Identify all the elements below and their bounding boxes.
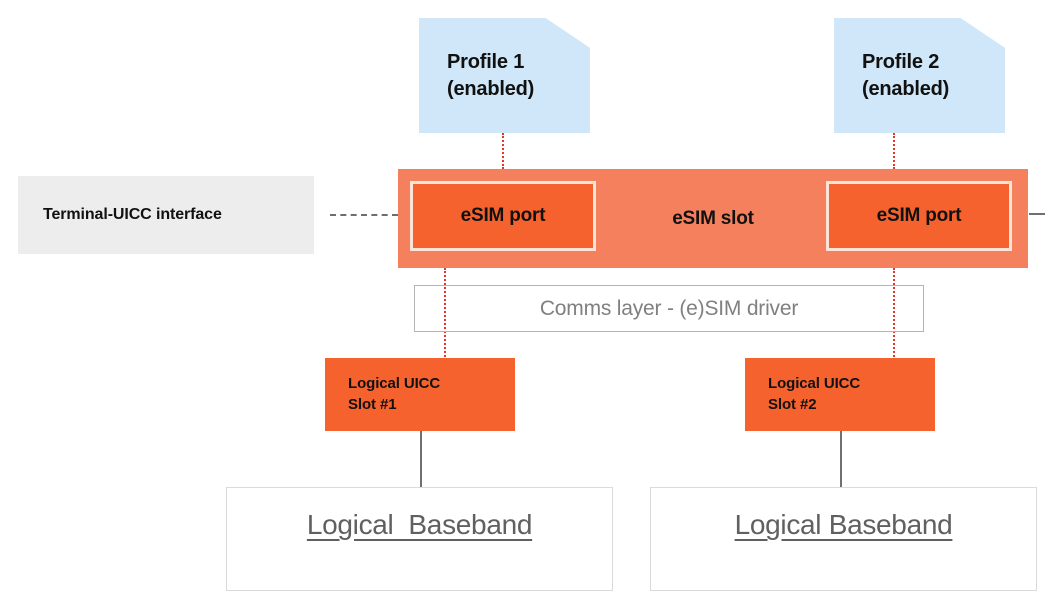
logical-uicc-slot-2-line1: Logical UICC xyxy=(768,375,861,393)
logical-uicc-slot-1-line1: Logical UICC xyxy=(348,375,441,393)
logical-baseband-1[interactable]: Logical Baseband xyxy=(226,487,613,591)
logical-baseband-2-label: Logical Baseband xyxy=(734,509,953,540)
connector-port2-to-uicc-slot2 xyxy=(893,268,895,360)
esim-port-1-label: eSIM port xyxy=(460,205,546,226)
logical-baseband-2[interactable]: Logical Baseband xyxy=(650,487,1037,591)
profile-2-note[interactable]: Profile 2 (enabled) xyxy=(834,18,1005,133)
connector-uicc-slot1-to-baseband1 xyxy=(420,431,422,489)
profile-1-state: (enabled) xyxy=(447,77,535,100)
connector-terminal-to-slot xyxy=(330,214,398,216)
comms-layer-label: Comms layer - (e)SIM driver xyxy=(539,296,799,320)
profile-2-state: (enabled) xyxy=(862,77,950,100)
esim-slot-label: eSIM slot xyxy=(672,207,754,229)
esim-port-2-label: eSIM port xyxy=(876,205,962,226)
logical-uicc-slot-2[interactable]: Logical UICC Slot #2 xyxy=(745,358,935,431)
profile-1-title: Profile 1 xyxy=(447,51,525,74)
logical-uicc-slot-1[interactable]: Logical UICC Slot #1 xyxy=(325,358,515,431)
terminal-uicc-interface-label: Terminal-UICC interface xyxy=(43,206,222,223)
terminal-uicc-interface-box[interactable]: Terminal-UICC interface xyxy=(18,176,314,254)
connector-uicc-slot2-to-baseband2 xyxy=(840,431,842,489)
logical-uicc-slot-1-line2: Slot #1 xyxy=(348,395,397,413)
profile-1-note[interactable]: Profile 1 (enabled) xyxy=(419,18,590,133)
logical-uicc-slot-2-line2: Slot #2 xyxy=(768,395,817,413)
esim-slot-band[interactable]: eSIM slot eSIM port eSIM port xyxy=(398,169,1028,268)
logical-baseband-1-label: Logical Baseband xyxy=(306,509,533,540)
connector-port1-to-uicc-slot1 xyxy=(444,268,446,360)
connector-profile1-to-port1 xyxy=(502,133,504,169)
profile-2-title: Profile 2 xyxy=(862,51,940,74)
connector-profile2-to-port2 xyxy=(893,133,895,169)
connector-slot-right-stub xyxy=(1029,213,1045,215)
esim-port-1[interactable]: eSIM port xyxy=(410,181,596,251)
comms-layer-box[interactable]: Comms layer - (e)SIM driver xyxy=(414,285,924,332)
esim-port-2[interactable]: eSIM port xyxy=(826,181,1012,251)
